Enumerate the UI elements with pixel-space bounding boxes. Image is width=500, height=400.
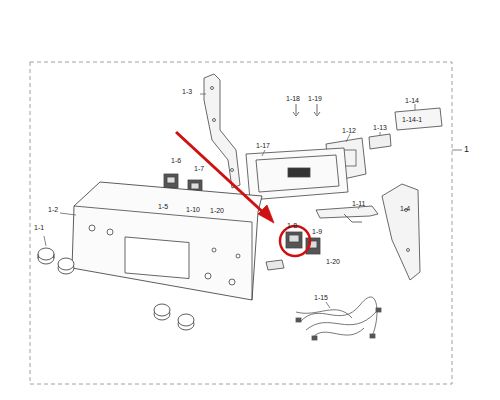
callout-number: 1-15	[314, 294, 328, 301]
callout-number: 1-9	[312, 228, 322, 235]
control-panel	[72, 182, 262, 300]
callout-number: 1-7	[194, 165, 204, 172]
window-frame	[246, 148, 348, 200]
callout-number: 1-17	[256, 142, 270, 149]
callout-number: 1-5	[158, 203, 168, 210]
side-bracket	[382, 184, 420, 280]
callout-number: 1-20	[210, 207, 224, 214]
wire-harness	[296, 297, 381, 340]
callout-number: 1-6	[171, 157, 181, 164]
callout-number: 1-1	[34, 224, 44, 231]
callout-number: 1-14-1	[402, 116, 422, 123]
switch	[286, 232, 302, 248]
knob	[38, 248, 194, 330]
callout-number: 1-2	[48, 206, 58, 213]
callout-number: 1-20	[326, 258, 340, 265]
callout-number: 1-3	[182, 88, 192, 95]
callout-number: 1-18	[286, 95, 300, 102]
callout-number: 1-12	[342, 127, 356, 134]
switch	[164, 174, 178, 188]
label-plate	[395, 108, 442, 130]
group-frame	[30, 62, 452, 384]
callout-number: 1-8	[287, 222, 297, 229]
callout-number: 1-14	[405, 97, 419, 104]
callout-number: 1	[464, 145, 469, 154]
callout-number: 1-4	[400, 205, 410, 212]
highlight-circle	[280, 226, 310, 256]
callout-number: 1-19	[308, 95, 322, 102]
callout-number: 1-10	[186, 206, 200, 213]
bracket	[204, 74, 240, 188]
callout-number: 1-13	[373, 124, 387, 131]
callout-number: 1-11	[352, 200, 366, 207]
